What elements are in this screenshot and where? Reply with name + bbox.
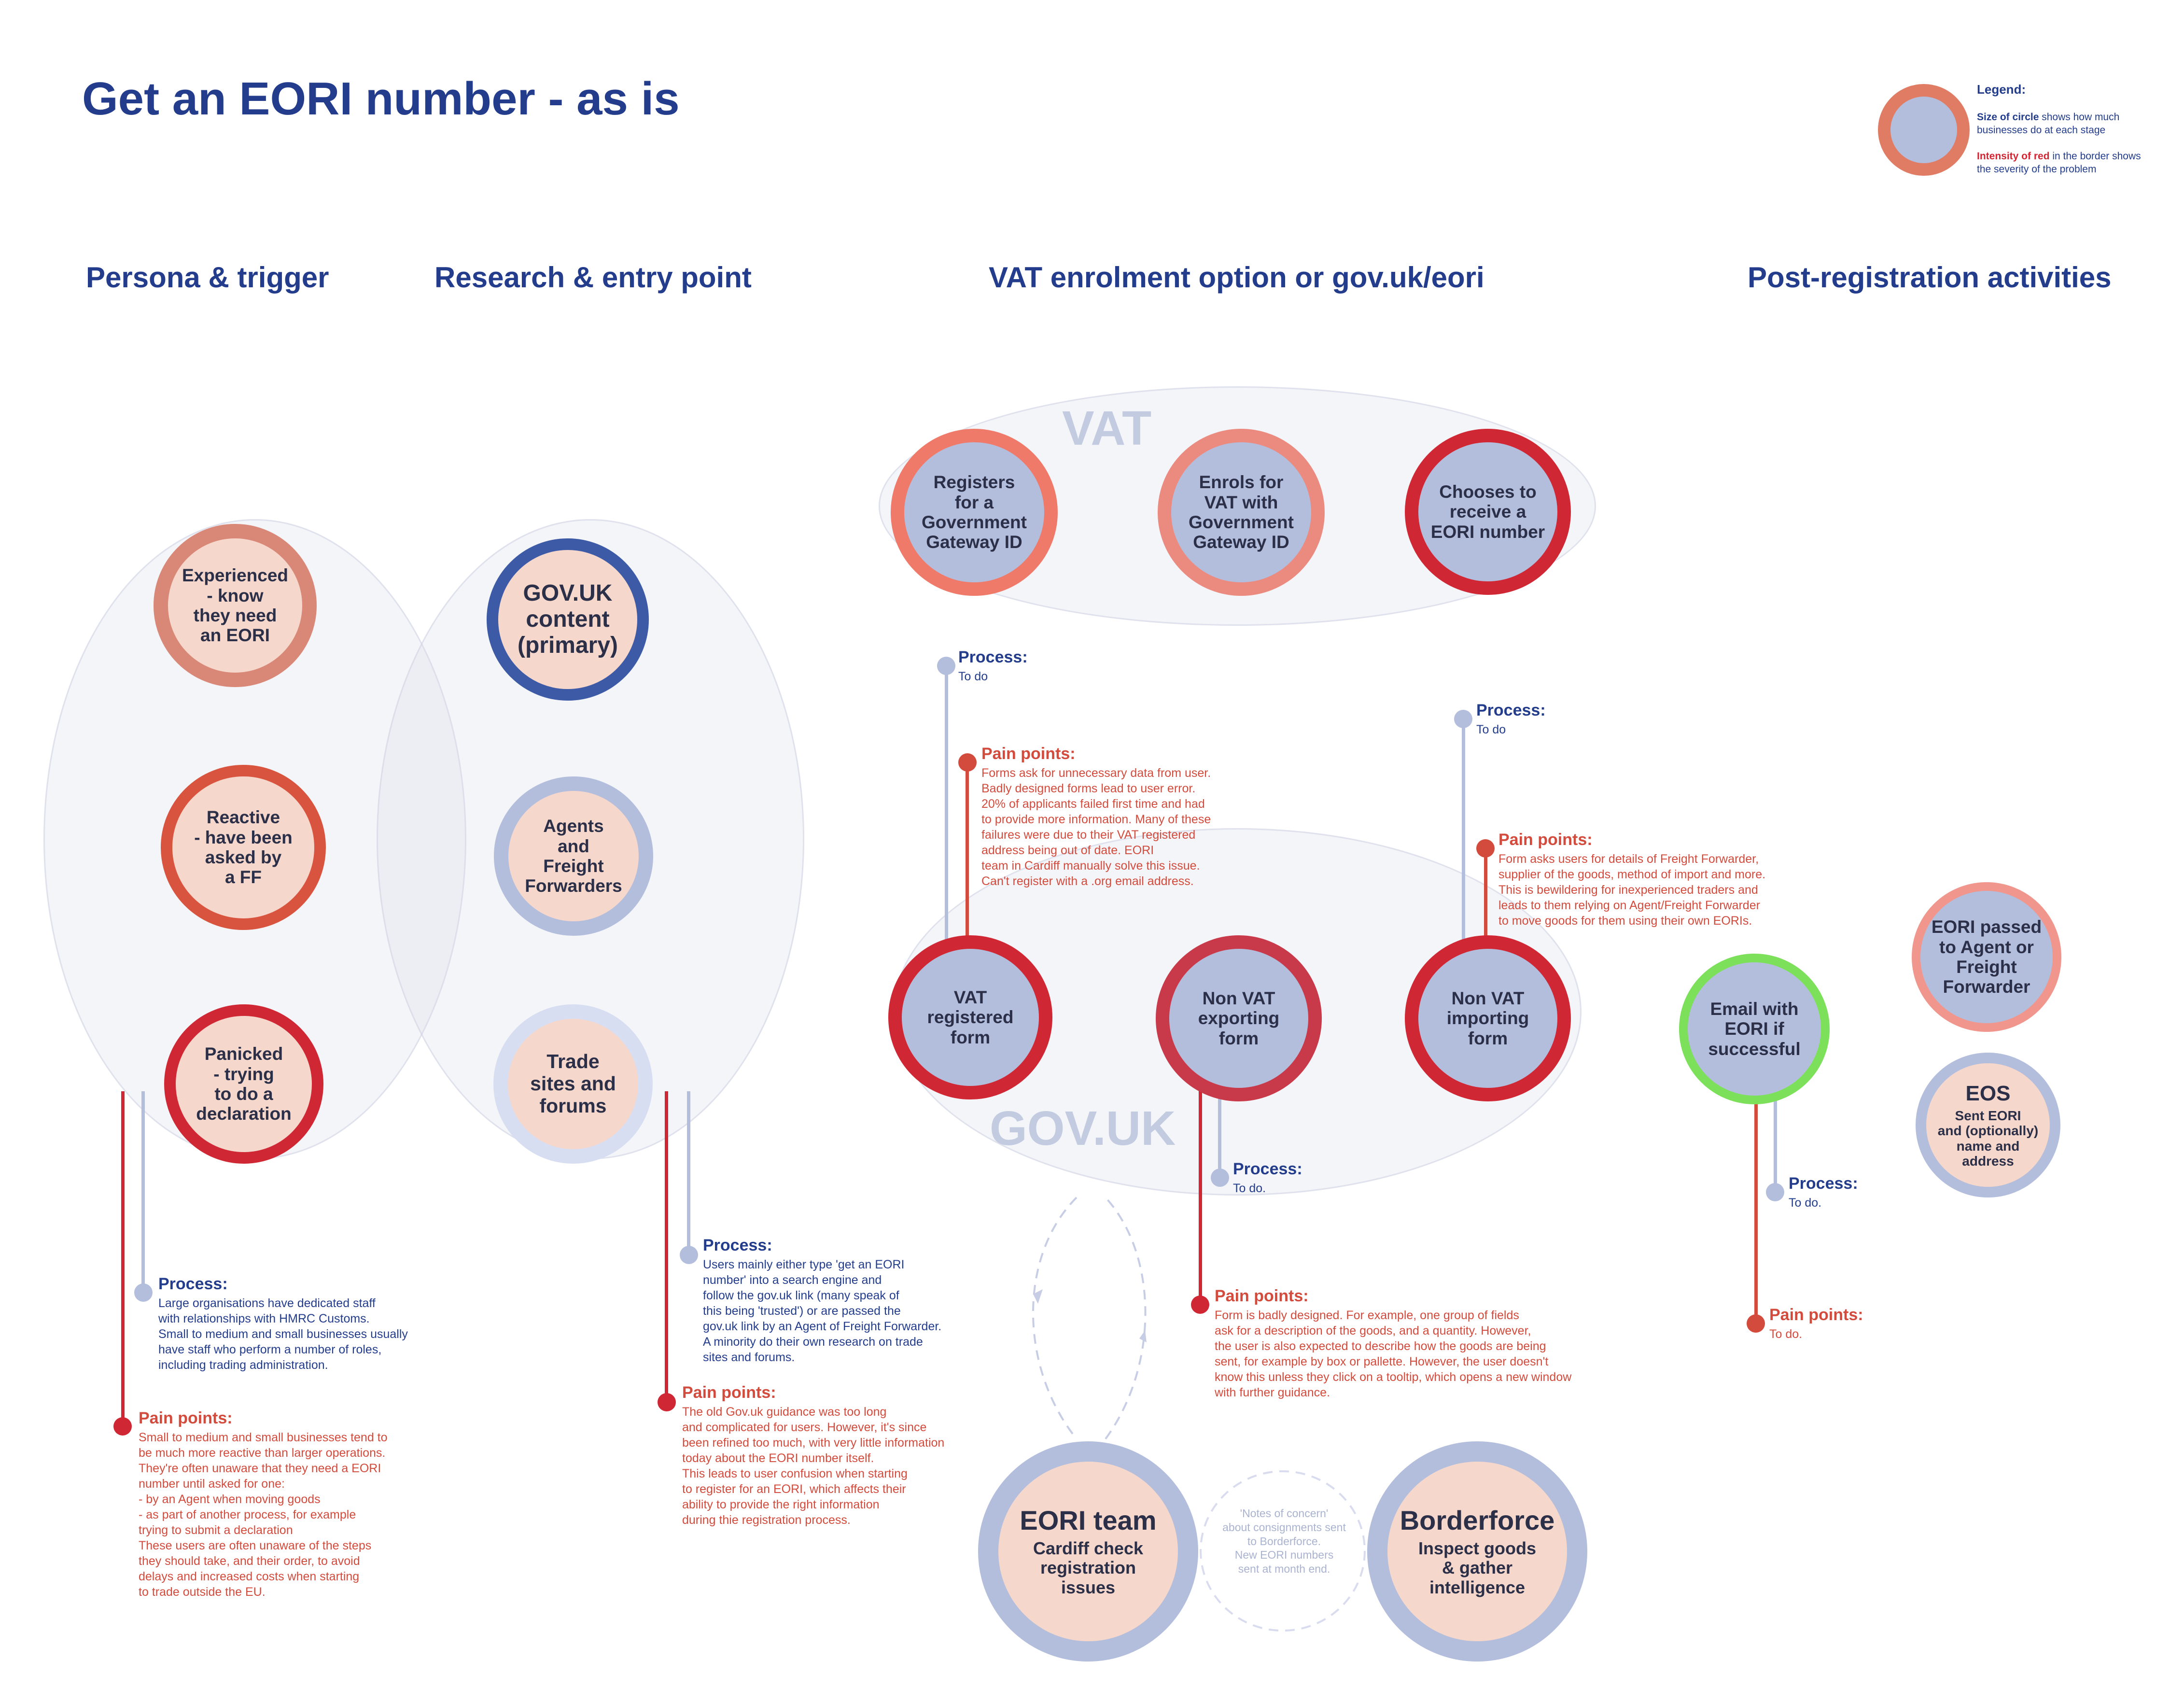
post-pain-dot xyxy=(1747,1314,1765,1333)
post-process-line xyxy=(1774,1086,1777,1193)
column-persona-trigger: Persona & trigger xyxy=(86,261,329,294)
form-non-vat-exporting-label: Non VAT exporting form xyxy=(1198,988,1280,1048)
page-title: Get an EORI number - as is xyxy=(82,73,680,125)
team-borderforce[interactable]: Borderforce Inspect goods & gather intel… xyxy=(1367,1441,1587,1662)
legend: Legend: Size of circle shows how much bu… xyxy=(1878,82,2141,183)
import-pain-line xyxy=(1484,847,1487,968)
team-borderforce-label: Inspect goods & gather intelligence xyxy=(1418,1538,1537,1597)
research-process-line xyxy=(687,1091,690,1255)
team-eori-cardiff-title: EORI team xyxy=(1020,1505,1157,1536)
export-pain-line xyxy=(1199,1062,1202,1304)
vat-step-enrol-vat-label: Enrols for VAT with Government Gateway I… xyxy=(1189,472,1294,552)
post-pain-line xyxy=(1754,1086,1758,1323)
persona-process-line xyxy=(141,1091,145,1294)
export-process-line xyxy=(1218,1072,1221,1178)
form-non-vat-importing-label: Non VAT importing form xyxy=(1446,988,1529,1048)
legend-size-text: Size of circle shows how much businesses… xyxy=(1977,112,2120,136)
research-pain-dot xyxy=(658,1393,676,1411)
teams-note: 'Notes of concern' about consignments se… xyxy=(1222,1507,1346,1575)
vat-step-register-gateway-label: Registers for a Government Gateway ID xyxy=(922,472,1027,552)
import-process-dot xyxy=(1454,710,1472,728)
post-eos-label: Sent EORI and (optionally) name and addr… xyxy=(1937,1108,2039,1169)
research-process-dot xyxy=(680,1246,698,1264)
import-pain-dot xyxy=(1476,839,1495,858)
persona-pain-dot xyxy=(113,1417,132,1436)
post-email-eori-label: Email with EORI if successful xyxy=(1708,999,1801,1059)
vat-process-note: Process:To do xyxy=(958,648,1028,683)
post-eori-to-agent-label: EORI passed to Agent or Freight Forwarde… xyxy=(1931,917,2042,997)
persona-process-dot xyxy=(134,1283,153,1302)
column-research-entry: Research & entry point xyxy=(434,261,752,294)
import-process-note: Process:To do xyxy=(1476,701,1546,736)
post-process-dot xyxy=(1766,1183,1784,1201)
import-process-line xyxy=(1462,717,1465,968)
research-trade-sites-label: Trade sites and forums xyxy=(530,1050,616,1117)
persona-pain-note: Pain points:Small to medium and small bu… xyxy=(139,1409,388,1599)
research-govuk-content-label: GOV.UK content (primary) xyxy=(517,580,618,658)
column-vat-enrolment: VAT enrolment option or gov.uk/eori xyxy=(989,261,1484,294)
post-eos-title: EOS xyxy=(1965,1081,2011,1105)
legend-title: Legend: xyxy=(1977,82,2026,97)
post-process-note: Process:To do. xyxy=(1789,1174,1858,1210)
team-eori-cardiff-label: Cardiff check registration issues xyxy=(1033,1538,1144,1597)
persona-experienced-label: Experienced - know they need an EORI xyxy=(182,565,289,646)
column-post-registration: Post-registration activities xyxy=(1748,261,2112,294)
research-pain-line xyxy=(665,1091,668,1400)
govuk-group-label: GOV.UK xyxy=(990,1101,1176,1155)
persona-process-note: Process:Large organisations have dedicat… xyxy=(158,1275,408,1372)
import-pain-note: Pain points:Form asks users for details … xyxy=(1498,831,1766,928)
export-pain-dot xyxy=(1191,1296,1209,1314)
vat-pain-dot xyxy=(958,753,977,772)
vat-process-dot xyxy=(937,657,955,675)
legend-intensity-text: Intensity of red in the border shows the… xyxy=(1977,150,2141,175)
vat-pain-note: Pain points:Forms ask for unnecessary da… xyxy=(981,745,1211,888)
form-vat-registered-label: VAT registered form xyxy=(927,987,1014,1047)
vat-step-choose-eori-label: Chooses to receive a EORI number xyxy=(1430,481,1545,542)
export-process-dot xyxy=(1211,1169,1229,1187)
export-pain-note: Pain points:Form is badly designed. For … xyxy=(1215,1287,1572,1399)
export-process-note: Process:To do. xyxy=(1233,1160,1302,1195)
persona-reactive-label: Reactive - have been asked by a FF xyxy=(194,807,293,887)
persona-pain-line xyxy=(121,1091,125,1420)
research-trade-sites[interactable]: Trade sites and forums xyxy=(493,1004,653,1164)
research-agents-freight-label: Agents and Freight Forwarders xyxy=(525,816,622,896)
research-process-note: Process:Users mainly either type 'get an… xyxy=(703,1236,942,1364)
vat-process-line xyxy=(945,664,948,954)
post-pain-note: Pain points:To do. xyxy=(1769,1306,1863,1341)
vat-group-label: VAT xyxy=(1062,401,1152,455)
team-borderforce-title: Borderforce xyxy=(1400,1505,1555,1536)
persona-panicked-label: Panicked - trying to do a declaration xyxy=(196,1044,292,1124)
research-pain-note: Pain points:The old Gov.uk guidance was … xyxy=(682,1383,945,1527)
vat-pain-line xyxy=(966,760,969,954)
